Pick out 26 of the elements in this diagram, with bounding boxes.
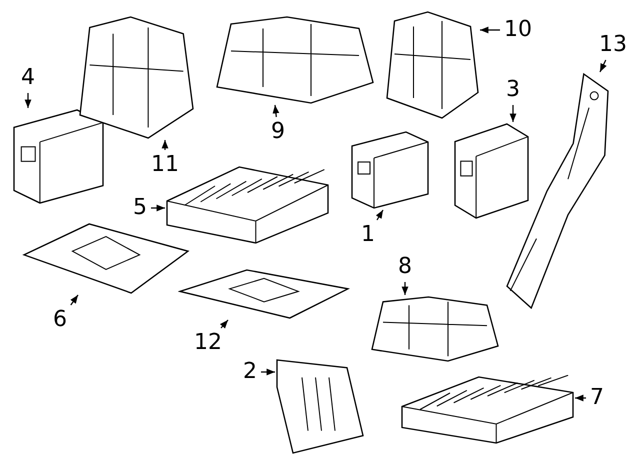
callout-number: 9 <box>269 119 287 145</box>
leader-line <box>24 93 32 108</box>
callout-number: 7 <box>588 385 606 411</box>
callout-number: 10 <box>502 17 534 43</box>
leader-line <box>151 204 165 212</box>
leader-line <box>162 140 168 150</box>
leader-line <box>480 26 500 34</box>
callout-number: 5 <box>131 195 149 221</box>
leader-line <box>599 60 607 72</box>
callout-number: 11 <box>149 152 181 178</box>
leader-line <box>510 105 516 122</box>
callout-number: 8 <box>396 254 414 280</box>
leader-line <box>70 294 78 306</box>
callout-number: 12 <box>192 330 224 356</box>
leader-line <box>272 104 280 118</box>
callout-number: 4 <box>19 65 37 91</box>
leader-line <box>261 368 275 376</box>
callout-number: 3 <box>504 77 522 103</box>
callout-number: 1 <box>359 222 377 248</box>
callout-number: 2 <box>241 359 259 385</box>
leader-line <box>376 210 384 220</box>
callout-number: 6 <box>51 307 69 333</box>
leader-line <box>220 320 228 329</box>
leader-line <box>575 394 586 402</box>
leader-line <box>402 282 408 295</box>
callout-number: 13 <box>597 32 629 58</box>
